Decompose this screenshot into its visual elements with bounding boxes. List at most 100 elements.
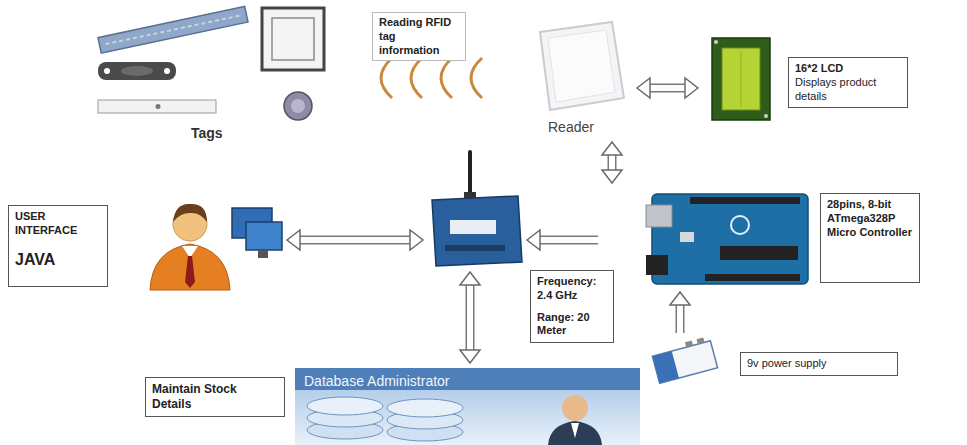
connector-arrow bbox=[670, 292, 690, 333]
arrow-head bbox=[527, 230, 540, 250]
arduino-board-part bbox=[646, 255, 668, 275]
connector-outline bbox=[676, 304, 685, 333]
component-node: Reader bbox=[520, 15, 635, 140]
component-node: Frequency: 2.4 GHzRange: 20 Meter bbox=[425, 145, 525, 270]
user-figure-part bbox=[185, 256, 195, 288]
xbee-module-part bbox=[468, 152, 472, 198]
user-figure-part bbox=[258, 250, 268, 258]
rfid-tags-part-part bbox=[105, 15, 240, 44]
component-node: Maintain Stock Details Database Administr… bbox=[140, 365, 640, 445]
rfid-tags-part bbox=[98, 100, 216, 113]
arrow-head bbox=[637, 78, 650, 98]
text-area: Database Administrator bbox=[298, 369, 518, 395]
lcd-module-part bbox=[741, 52, 742, 106]
reader-panel bbox=[540, 22, 624, 110]
text-box: Frequency: 2.4 GHzRange: 20 Meter bbox=[530, 270, 614, 343]
arduino-board-part bbox=[705, 274, 800, 281]
xbee-module-part bbox=[450, 220, 496, 234]
connector-arrow bbox=[637, 78, 698, 98]
radio-waves-part bbox=[411, 58, 422, 98]
lcd-module bbox=[712, 38, 770, 120]
arrow-head bbox=[460, 350, 480, 363]
battery bbox=[651, 336, 717, 383]
database-picture bbox=[295, 368, 640, 445]
connector-body bbox=[609, 154, 615, 171]
rfid-tags-part bbox=[284, 92, 312, 120]
connector-outline bbox=[608, 154, 617, 171]
rfid-tags-part bbox=[272, 18, 314, 60]
connector-outline bbox=[539, 236, 598, 245]
xbee-module-part bbox=[445, 245, 505, 251]
text-area: Tags bbox=[185, 121, 255, 147]
connector-arrow bbox=[460, 272, 480, 363]
arduino-board-part bbox=[690, 197, 800, 204]
arrow-head bbox=[670, 292, 690, 305]
database-picture-part bbox=[295, 368, 640, 390]
node-title: USER INTERFACE bbox=[15, 210, 101, 238]
text-box: 16*2 LCDDisplays product details bbox=[788, 57, 908, 108]
node-title: 9v power supply bbox=[747, 357, 891, 371]
arrow-head bbox=[460, 272, 480, 285]
component-node: 9v power supply bbox=[645, 335, 905, 385]
text-box: 9v power supply bbox=[740, 352, 898, 376]
rfid-tags-part bbox=[164, 68, 170, 74]
node-text: JAVA bbox=[15, 250, 101, 270]
connector-arrow bbox=[287, 230, 423, 250]
battery-part bbox=[652, 341, 717, 384]
lcd-module-part bbox=[722, 48, 760, 110]
text-box: Maintain Stock Details bbox=[145, 377, 285, 417]
xbee-module-part bbox=[432, 196, 522, 266]
text-box: USER INTERFACE JAVA bbox=[8, 205, 108, 287]
arrow-head bbox=[602, 142, 622, 155]
rfid-tags-part bbox=[98, 6, 248, 53]
component-node: 28pins, 8-bit ATmega328P Micro Controlle… bbox=[600, 185, 925, 290]
rfid-tags-part-part bbox=[98, 6, 248, 53]
node-title: 28pins, 8-bit ATmega328P Micro Controlle… bbox=[827, 198, 913, 239]
connector-outline bbox=[466, 284, 475, 351]
user-figure bbox=[150, 204, 282, 290]
arduino-board-part bbox=[680, 232, 694, 242]
database-picture-part bbox=[548, 421, 602, 445]
component-node: USER INTERFACE JAVA bbox=[5, 195, 285, 295]
rfid-tags bbox=[98, 6, 324, 120]
battery-part bbox=[652, 351, 679, 383]
node-title: Tags bbox=[191, 125, 249, 143]
node-title: Maintain Stock Details bbox=[152, 382, 278, 412]
arrow-head bbox=[410, 230, 423, 250]
node-text: Range: 20 Meter bbox=[537, 311, 607, 339]
text-box: 28pins, 8-bit ATmega328P Micro Controlle… bbox=[820, 193, 920, 283]
node-title: Frequency: 2.4 GHz bbox=[537, 275, 607, 303]
node-title: Reader bbox=[548, 119, 616, 137]
connector-body bbox=[467, 284, 473, 351]
component-node: Tags bbox=[85, 5, 335, 145]
arrow-head bbox=[685, 78, 698, 98]
reader-panel-part bbox=[548, 30, 615, 102]
rfid-tags-part bbox=[121, 66, 153, 76]
arrow-head bbox=[287, 230, 300, 250]
user-figure-part bbox=[246, 222, 282, 250]
connector-arrow bbox=[602, 142, 622, 183]
rfid-tags-part bbox=[156, 104, 161, 109]
xbee-module bbox=[432, 152, 522, 266]
connector-arrow bbox=[527, 230, 598, 250]
component-node: 16*2 LCDDisplays product details bbox=[700, 35, 915, 125]
lcd-module-part bbox=[712, 38, 770, 120]
lcd-module-part bbox=[764, 114, 768, 118]
radio-waves-part bbox=[381, 58, 392, 98]
database-picture-part bbox=[387, 399, 463, 417]
lcd-module-part bbox=[714, 40, 718, 44]
arduino-board-part bbox=[646, 205, 672, 227]
rfid-tags-part bbox=[291, 99, 305, 113]
connector-body bbox=[677, 304, 683, 333]
arduino-board-part bbox=[652, 194, 808, 284]
arrow-head bbox=[602, 170, 622, 183]
arduino-board bbox=[646, 194, 808, 284]
battery-part bbox=[697, 337, 705, 344]
radio-waves bbox=[381, 58, 482, 98]
user-figure-part bbox=[173, 204, 207, 222]
reader-panel-part bbox=[540, 22, 624, 110]
rfid-tags-part bbox=[98, 62, 176, 80]
database-picture-part bbox=[571, 423, 579, 438]
